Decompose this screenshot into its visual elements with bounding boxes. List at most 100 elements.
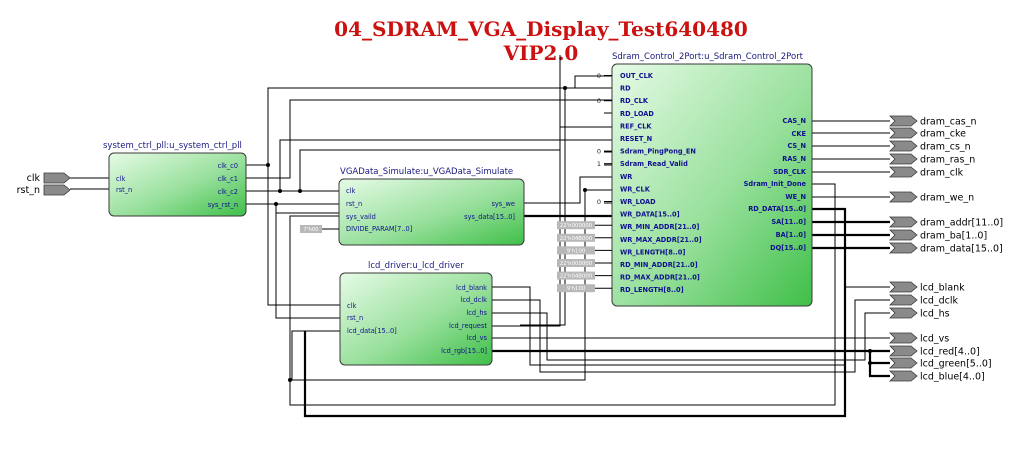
param-box bbox=[557, 246, 595, 255]
block-sdram-control-2port[interactable]: Sdram_Control_2Port:u_Sdram_Control_2Por… bbox=[557, 52, 813, 307]
sdram-constant: 0 bbox=[597, 198, 601, 206]
input-pin-rst-n[interactable]: rst_n bbox=[17, 184, 71, 196]
block-vga-data-simulate[interactable]: VGAData_Simulate:u_VGAData_Simulate clk … bbox=[300, 167, 525, 246]
output-pin-label: lcd_red[4..0] bbox=[920, 347, 980, 358]
sdram-output-port: BA[1..0] bbox=[776, 231, 806, 239]
block-title: VGAData_Simulate:u_VGAData_Simulate bbox=[340, 167, 513, 177]
output-pin-label: dram_cas_n bbox=[920, 117, 977, 128]
port-label: lcd_request bbox=[449, 322, 487, 330]
port-label: rst_n bbox=[346, 200, 362, 208]
port-label: lcd_data[15..0] bbox=[347, 327, 397, 335]
output-pin-label: dram_we_n bbox=[920, 193, 974, 204]
param-value: 22'h000000 bbox=[560, 223, 593, 229]
block-title: system_ctrl_pll:u_system_ctrl_pll bbox=[103, 141, 242, 151]
input-pin-label: rst_n bbox=[17, 185, 40, 196]
output-pin[interactable]: dram_data[15..0] bbox=[889, 242, 1003, 255]
sdram-param-boxes: 22'h00000022'h04B0009'h10022'h00000022'h… bbox=[557, 221, 612, 293]
sdram-output-port: RD_DATA[15..0] bbox=[748, 205, 806, 213]
output-pin-label: dram_clk bbox=[920, 168, 964, 179]
port-label: sys_data[15..0] bbox=[464, 213, 515, 221]
port-label: sys_we bbox=[491, 200, 515, 208]
output-pin[interactable]: lcd_blank bbox=[889, 281, 965, 294]
output-pin-label: lcd_blue[4..0] bbox=[920, 372, 985, 383]
sdram-input-port: RD_CLK bbox=[620, 97, 649, 105]
port-label: sys_rst_n bbox=[208, 201, 238, 209]
output-pin[interactable]: lcd_blue[4..0] bbox=[889, 370, 985, 383]
sdram-output-port: SDR_CLK bbox=[773, 168, 807, 176]
sdram-input-ports: OUT_CLKRDRD_CLKRD_LOADREF_CLKRESET_NSdra… bbox=[620, 72, 702, 294]
diagram-subtitle: VIP2.0 bbox=[503, 41, 579, 65]
sdram-constant: 0 bbox=[597, 148, 601, 156]
output-pin[interactable]: lcd_hs bbox=[889, 307, 950, 320]
port-label: clk_c1 bbox=[218, 175, 238, 183]
sdram-input-port: OUT_CLK bbox=[620, 72, 654, 80]
output-pin[interactable]: dram_cas_n bbox=[889, 115, 977, 128]
block-lcd-driver[interactable]: lcd_driver:u_lcd_driver clk rst_n lcd_da… bbox=[339, 261, 493, 366]
output-pin[interactable]: dram_ba[1..0] bbox=[889, 229, 987, 242]
sdram-input-port: WR_MAX_ADDR[21..0] bbox=[620, 236, 702, 244]
param-value: 22'h000000 bbox=[560, 261, 593, 267]
port-label: clk bbox=[347, 302, 356, 310]
block-title: Sdram_Control_2Port:u_Sdram_Control_2Por… bbox=[612, 52, 804, 62]
sdram-input-port: WR_LENGTH[8..0] bbox=[620, 248, 685, 256]
sdram-input-port: REF_CLK bbox=[620, 122, 652, 130]
output-pin[interactable]: dram_addr[11..0] bbox=[889, 216, 1003, 229]
param-box bbox=[557, 259, 595, 267]
output-pin[interactable]: dram_cs_n bbox=[889, 140, 971, 153]
port-label: clk_c2 bbox=[218, 188, 238, 196]
sdram-output-port: CAS_N bbox=[782, 117, 806, 125]
output-pin[interactable]: lcd_dclk bbox=[889, 294, 959, 307]
output-pin[interactable]: dram_cke bbox=[889, 127, 966, 140]
sdram-input-port: RD_MIN_ADDR[21..0] bbox=[620, 261, 698, 269]
output-pin-label: lcd_vs bbox=[920, 334, 949, 345]
port-label: lcd_dclk bbox=[461, 296, 488, 304]
block-title: lcd_driver:u_lcd_driver bbox=[368, 261, 464, 271]
port-label: rst_n bbox=[347, 314, 363, 322]
sdram-input-port: WR_CLK bbox=[620, 185, 651, 193]
port-label: clk bbox=[116, 175, 125, 183]
output-pin-label: dram_ba[1..0] bbox=[920, 231, 987, 242]
output-pin[interactable]: dram_ras_n bbox=[889, 153, 975, 166]
input-pin-label: clk bbox=[27, 173, 41, 184]
output-pin-label: dram_ras_n bbox=[920, 155, 975, 166]
output-pin-label: lcd_hs bbox=[920, 309, 950, 320]
port-label: clk bbox=[346, 187, 355, 195]
output-pin-label: dram_data[15..0] bbox=[920, 244, 1003, 255]
input-pin-clk[interactable]: clk bbox=[27, 172, 71, 184]
sdram-input-port: WR_DATA[15..0] bbox=[620, 211, 680, 219]
output-pin[interactable]: dram_clk bbox=[889, 166, 964, 179]
sdram-input-port: Sdram_Read_Valid bbox=[620, 160, 688, 168]
sdram-constant: 0 bbox=[597, 97, 601, 105]
output-pin[interactable]: lcd_green[5..0] bbox=[889, 357, 992, 370]
sdram-input-port: RD_LENGTH[8..0] bbox=[620, 286, 684, 294]
port-label: sys_vaild bbox=[346, 213, 376, 221]
sdram-output-ports: CAS_NCKECS_NRAS_NSDR_CLKSdram_Init_DoneW… bbox=[744, 117, 807, 252]
output-pin-label: dram_cke bbox=[920, 129, 966, 140]
output-pin-label: lcd_dclk bbox=[920, 296, 959, 307]
param-box bbox=[557, 284, 595, 293]
sdram-output-port: WE_N bbox=[785, 193, 806, 201]
sdram-input-port: RD_LOAD bbox=[620, 110, 654, 118]
input-pins: clk rst_n bbox=[17, 172, 71, 196]
sdram-constant: 0 bbox=[597, 72, 601, 80]
port-label: lcd_vs bbox=[467, 334, 488, 342]
param-value: 7'h00 bbox=[303, 227, 319, 233]
param-box bbox=[557, 271, 595, 280]
port-label: lcd_rgb[15..0] bbox=[441, 347, 487, 355]
output-pin-label: dram_cs_n bbox=[920, 142, 971, 153]
sdram-input-port: WR_MIN_ADDR[21..0] bbox=[620, 223, 699, 231]
block-pll[interactable]: system_ctrl_pll:u_system_ctrl_pll clk rs… bbox=[103, 141, 247, 217]
sdram-output-port: SA[11..0] bbox=[771, 218, 806, 226]
sdram-input-port: WR bbox=[620, 173, 632, 181]
port-label: rst_n bbox=[116, 186, 132, 194]
param-value: 9'h100 bbox=[567, 286, 586, 292]
output-pin[interactable]: lcd_red[4..0] bbox=[889, 345, 980, 358]
output-pin[interactable]: dram_we_n bbox=[889, 191, 974, 204]
param-value: 22'h04B000 bbox=[560, 236, 593, 242]
sdram-output-port: DQ[15..0] bbox=[770, 244, 806, 252]
output-pin[interactable]: lcd_vs bbox=[889, 332, 949, 345]
sdram-input-port: RD bbox=[620, 85, 631, 93]
